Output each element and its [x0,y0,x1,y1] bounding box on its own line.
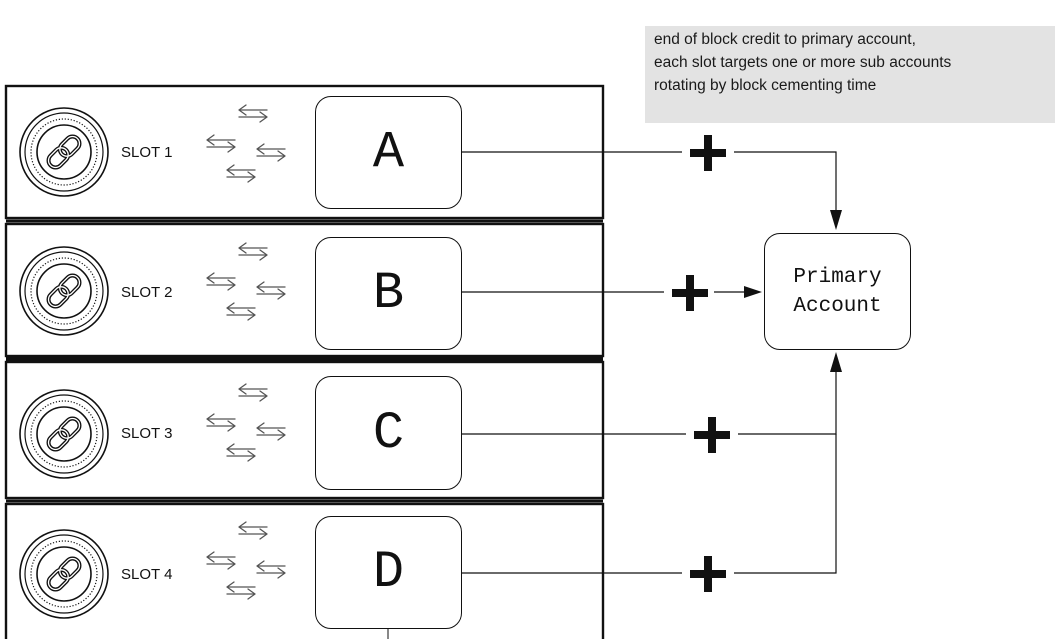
slot-label-4: SLOT 4 [121,566,173,583]
swap-arrows-icon [206,521,286,600]
primary-account-box: Primary Account [764,233,911,350]
swap-arrows-icon [206,383,286,462]
chain-link-icon [18,106,110,198]
sub-account-box-a: A [315,96,462,209]
slot-panel-2 [4,222,605,358]
note-line-3: rotating by block cementing time [654,77,877,94]
slot-label-3: SLOT 3 [121,425,173,442]
arrowhead-icon [830,210,842,230]
note-line-1: end of block credit to primary account, [654,31,916,48]
connector-c [462,366,837,435]
sub-account-box-d: D [315,516,462,629]
slot-label-1: SLOT 1 [121,144,173,161]
sub-account-box-c: C [315,376,462,490]
connector-a [462,151,837,216]
sub-account-box-b: B [315,237,462,350]
connector-d [462,434,837,574]
arrowhead-icon [830,352,842,372]
swap-arrows-icon [206,104,286,183]
chain-link-icon [18,388,110,480]
primary-account-line-1: Primary [793,265,882,289]
primary-account-line-2: Account [793,294,882,318]
slot-panel-3 [4,360,605,500]
slot-label-2: SLOT 2 [121,284,173,301]
slot-panels [4,84,605,639]
arrowhead-icon [744,286,762,298]
swap-arrows-icon [206,242,286,321]
note-line-2: each slot targets one or more sub accoun… [654,54,952,71]
chain-link-icon [18,528,110,620]
note-box: end of block credit to primary account, … [645,26,1055,123]
chain-link-icon [18,245,110,337]
slot-panel-4 [4,502,605,639]
connectors [462,151,837,574]
